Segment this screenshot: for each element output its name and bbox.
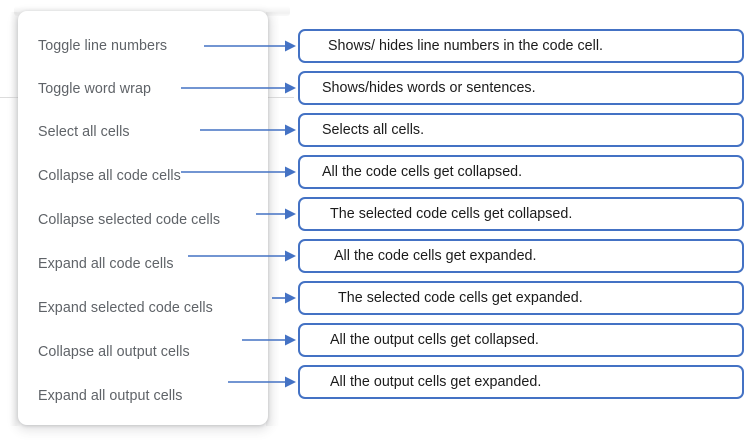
connector-arrowhead-icon [285, 82, 296, 94]
callout-toggle-line-numbers: Shows/ hides line numbers in the code ce… [298, 29, 744, 63]
callout-text: All the output cells get expanded. [330, 373, 542, 390]
background-divider-right [266, 97, 294, 98]
callout-text: Selects all cells. [322, 121, 425, 138]
menu-item-collapse-all-output-cells[interactable]: Collapse all output cells [38, 344, 190, 360]
connector-arrowhead-icon [285, 376, 296, 388]
menu-item-toggle-line-numbers[interactable]: Toggle line numbers [38, 38, 168, 54]
connector-arrowhead-icon [285, 208, 296, 220]
menu-item-toggle-word-wrap[interactable]: Toggle word wrap [38, 81, 152, 97]
callout-select-all-cells: Selects all cells. [298, 113, 744, 147]
panel-drop-shadow-right [266, 12, 280, 426]
connector-arrowhead-icon [285, 334, 296, 346]
connector-arrowhead-icon [285, 292, 296, 304]
panel-drop-shadow-left [10, 12, 20, 426]
menu-item-collapse-selected-code-cells[interactable]: Collapse selected code cells [38, 212, 221, 228]
menu-item-expand-all-code-cells[interactable]: Expand all code cells [38, 256, 174, 272]
callout-text: All the output cells get collapsed. [330, 331, 539, 348]
connector-arrowhead-icon [285, 40, 296, 52]
connector-arrowhead-icon [285, 124, 296, 136]
connector-arrowhead-icon [285, 250, 296, 262]
callout-text: Shows/ hides line numbers in the code ce… [328, 37, 604, 54]
callout-text: The selected code cells get expanded. [338, 289, 583, 306]
callout-collapse-selected-code-cells: The selected code cells get collapsed. [298, 197, 744, 231]
callout-toggle-word-wrap: Shows/hides words or sentences. [298, 71, 744, 105]
callout-expand-selected-code-cells: The selected code cells get expanded. [298, 281, 744, 315]
callout-expand-all-output-cells: All the output cells get expanded. [298, 365, 744, 399]
menu-item-expand-selected-code-cells[interactable]: Expand selected code cells [38, 300, 213, 316]
menu-item-expand-all-output-cells[interactable]: Expand all output cells [38, 388, 183, 404]
menu-item-select-all-cells[interactable]: Select all cells [38, 124, 130, 140]
callout-text: All the code cells get collapsed. [322, 163, 523, 180]
background-divider-left [0, 97, 22, 98]
callout-text: Shows/hides words or sentences. [322, 79, 536, 96]
callout-collapse-all-code-cells: All the code cells get collapsed. [298, 155, 744, 189]
notebook-view-menu-panel: Toggle line numbers Toggle word wrap Sel… [18, 11, 268, 425]
callout-expand-all-code-cells: All the code cells get expanded. [298, 239, 744, 273]
menu-item-collapse-all-code-cells[interactable]: Collapse all code cells [38, 168, 181, 184]
callout-text: The selected code cells get collapsed. [330, 205, 573, 222]
connector-arrowhead-icon [285, 166, 296, 178]
callout-text: All the code cells get expanded. [334, 247, 537, 264]
callout-collapse-all-output-cells: All the output cells get collapsed. [298, 323, 744, 357]
